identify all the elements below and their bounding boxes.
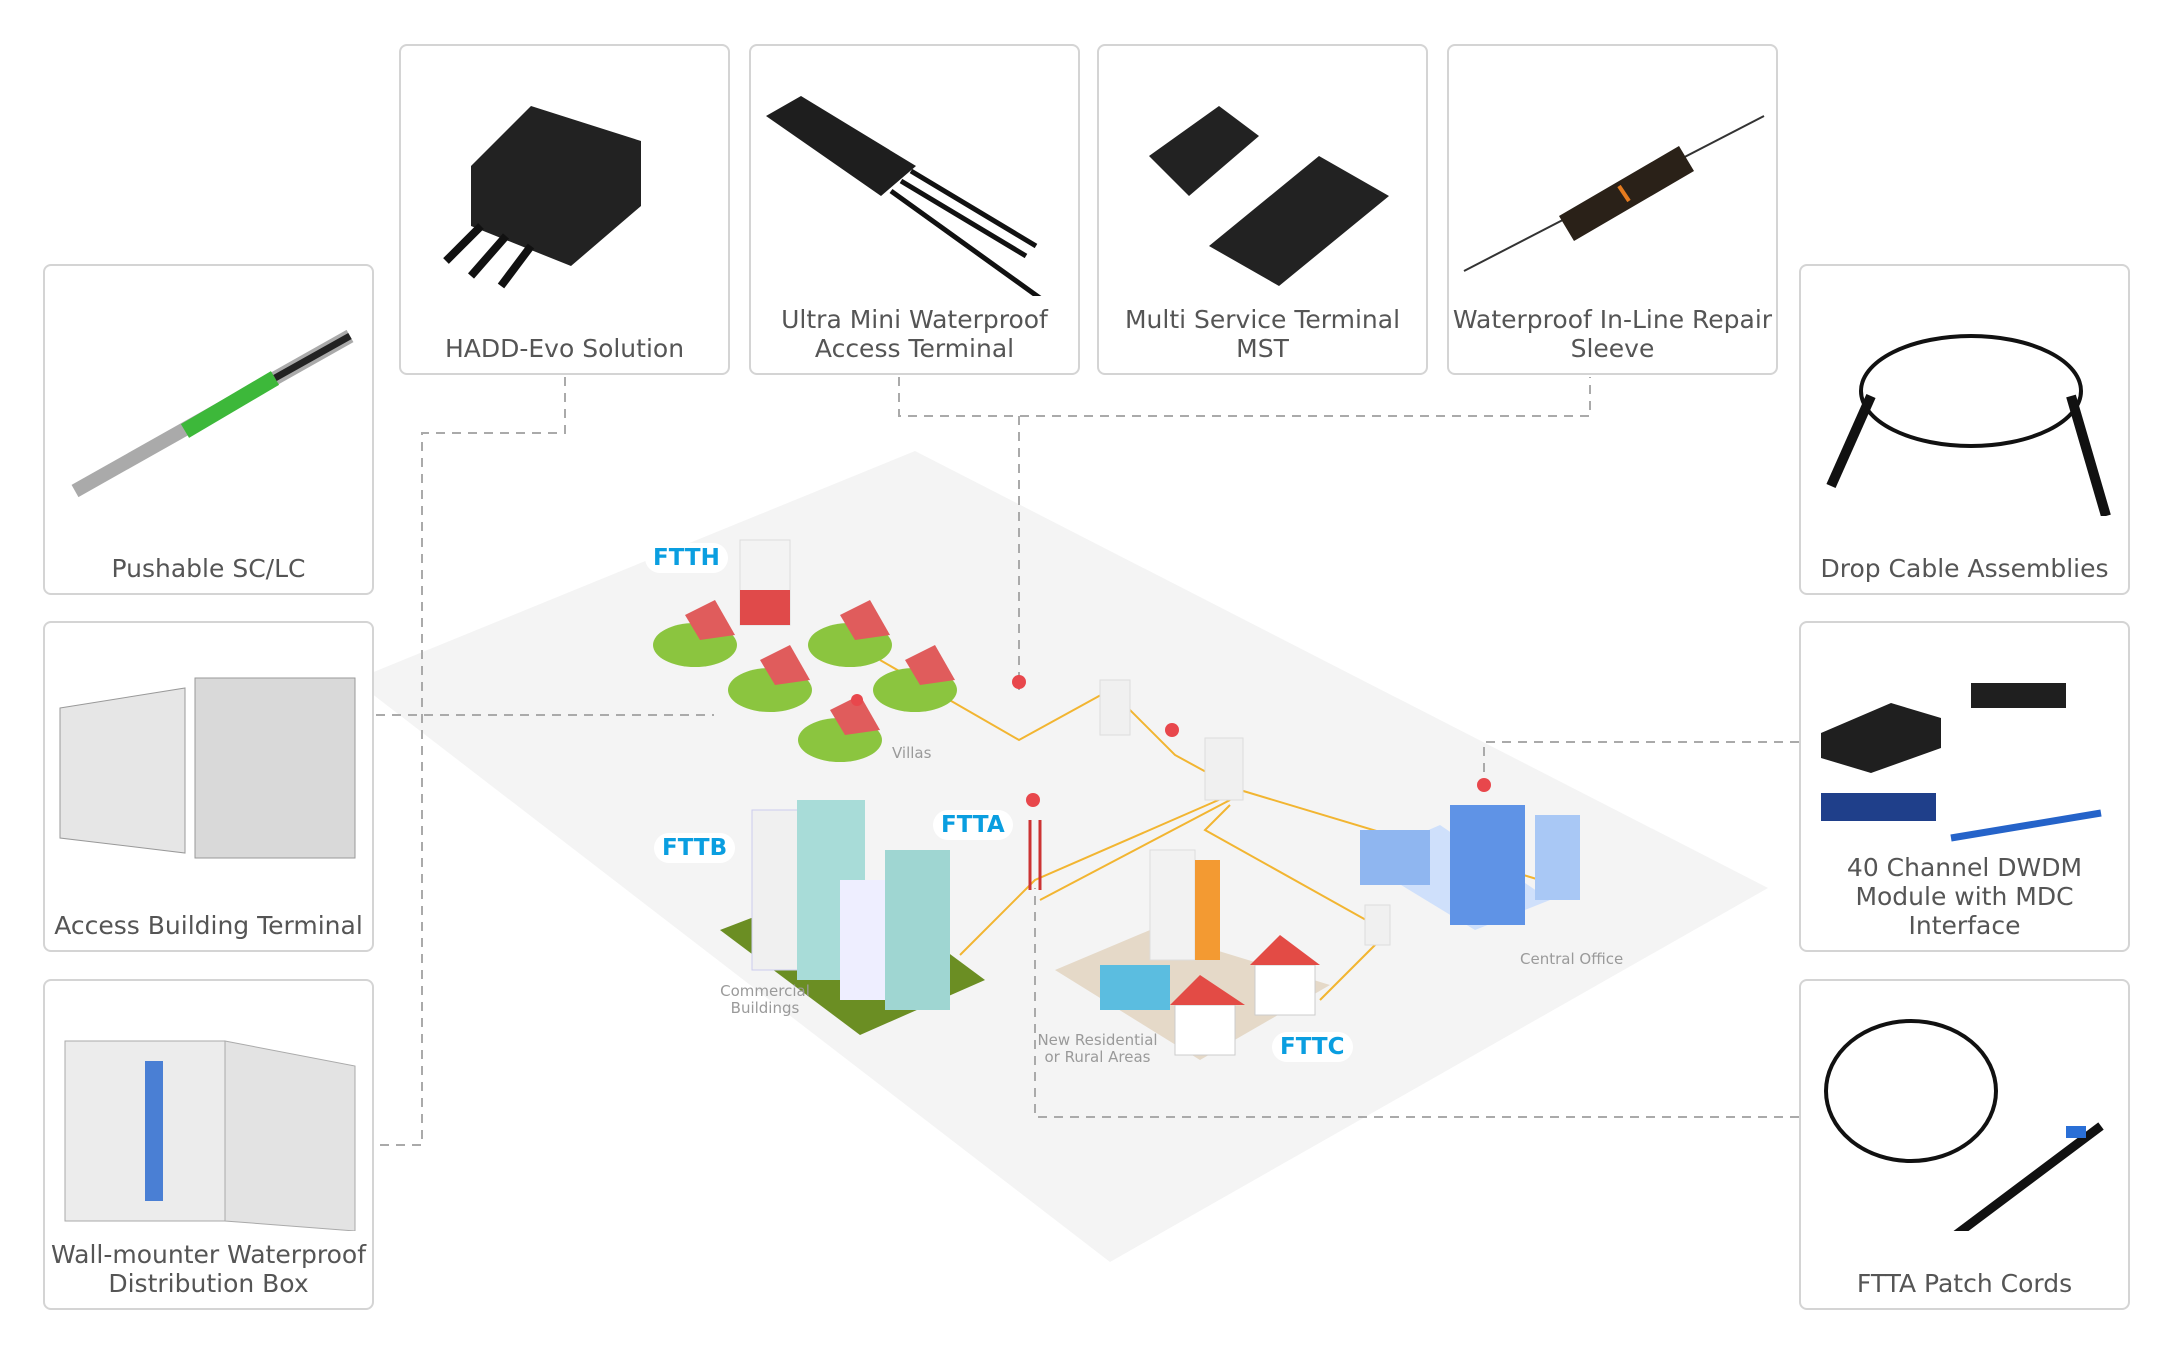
ftta-patch-cord-image [1824,1019,2104,1231]
tag-fttb: FTTB [654,833,736,863]
mst-image [1149,106,1389,286]
product-label: HADD-Evo Solution [444,334,685,363]
label-residential-areas: New Residential or Rural Areas [1037,1031,1158,1066]
product-label: 40 Channel DWDM Module with MDC Interfac… [1846,853,2083,940]
label-commercial-buildings: Commercial Buildings [720,982,810,1017]
tag-ftta: FTTA [933,810,1013,840]
product-card-pushable-sc-lc[interactable]: Pushable SC/LC [43,264,374,595]
dashed-connectors [376,377,1799,1146]
product-label: Waterproof In-Line Repair Sleeve [1452,305,1773,363]
product-label: Drop Cable Assemblies [1820,554,2109,583]
product-label: Wall-mounter Waterproof Distribution Box [51,1240,366,1298]
tag-ftth: FTTH [645,543,728,573]
cell-tower-illustration [1028,820,1042,890]
product-card-dwdm-module[interactable]: 40 Channel DWDM Module with MDC Interfac… [1799,621,2130,952]
pushable-connector-image [71,329,354,498]
product-card-repair-sleeve[interactable]: Waterproof In-Line Repair Sleeve [1447,44,1778,375]
product-card-wall-mount-box[interactable]: Wall-mounter Waterproof Distribution Box [43,979,374,1310]
cabinets [1099,679,1391,946]
product-label: Multi Service Terminal MST [1124,305,1401,363]
hadd-evo-image [443,106,641,289]
product-card-ftta-patch-cords[interactable]: FTTA Patch Cords [1799,979,2130,1310]
product-label: Pushable SC/LC [111,554,306,583]
product-label: Access Building Terminal [54,911,363,940]
product-card-ultra-mini-terminal[interactable]: Ultra Mini Waterproof Access Terminal [749,44,1080,375]
central-office-illustration [1360,805,1580,930]
ultra-mini-terminal-image [766,96,1042,296]
access-building-terminal-image [59,677,356,859]
product-card-mst[interactable]: Multi Service Terminal MST [1097,44,1428,375]
product-card-access-building-terminal[interactable]: Access Building Terminal [43,621,374,952]
dwdm-module-image [1821,683,2102,842]
residential-illustration [1055,849,1330,1060]
location-pin-icons [851,675,1491,807]
commercial-buildings-illustration [720,800,985,1035]
wall-mount-box-image [64,1040,356,1231]
drop-cable-image [1826,334,2111,516]
product-card-drop-cable[interactable]: Drop Cable Assemblies [1799,264,2130,595]
villas-illustration [653,539,957,762]
product-label: FTTA Patch Cords [1856,1269,2073,1298]
tag-fttc: FTTC [1272,1032,1353,1062]
product-label: Ultra Mini Waterproof Access Terminal [781,305,1048,363]
label-villas: Villas [892,744,932,762]
product-card-hadd-evo[interactable]: HADD-Evo Solution [399,44,730,375]
repair-sleeve-image [1463,115,1765,272]
label-central-office: Central Office [1520,950,1624,968]
